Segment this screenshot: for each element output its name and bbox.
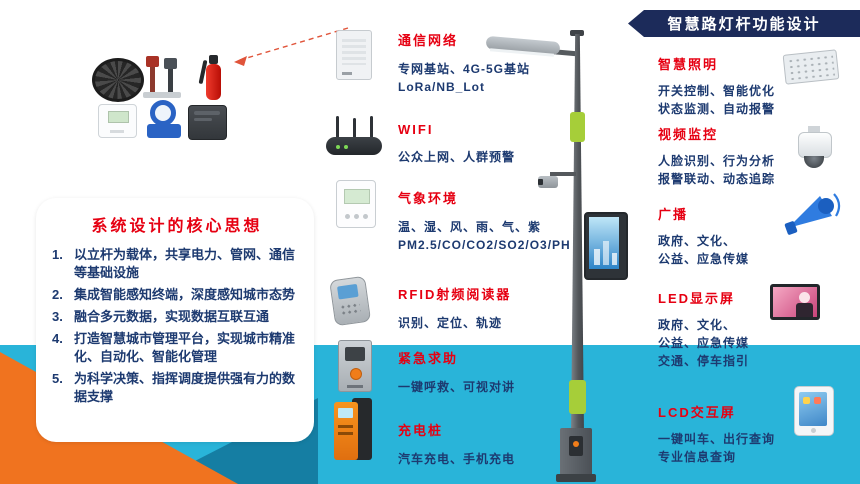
led-screen-icon bbox=[770, 284, 820, 320]
section-title: 气象环境 bbox=[398, 191, 459, 206]
control-box-icon bbox=[188, 105, 227, 140]
core-idea-item: 4. 打造智慧城市管理平台，实现城市精准化、自动化、智能化管理 bbox=[52, 331, 296, 364]
core-idea-item: 2. 集成智能感知终端，深度感知城市态势 bbox=[52, 287, 296, 302]
rfid-reader-icon bbox=[327, 273, 373, 327]
section-charging: 充电桩 汽车充电、手机充电 bbox=[398, 420, 568, 468]
pole-cap bbox=[570, 30, 584, 36]
pole-green-band bbox=[569, 380, 586, 414]
section-rfid: RFID射频阅读器 识别、定位、轨迹 bbox=[398, 284, 573, 332]
water-meter-icon bbox=[146, 100, 182, 142]
section-title: 智慧照明 bbox=[658, 57, 719, 72]
led-light-icon bbox=[782, 49, 840, 85]
pole-base bbox=[560, 428, 592, 476]
core-idea-bubble: 系统设计的核心思想 1. 以立杆为载体，共享电力、管网、通信等基础设施 2. 集… bbox=[36, 198, 314, 442]
section-weather: 气象环境 温、湿、风、雨、气、紫 PM2.5/CO/CO2/SO2/O3/PH bbox=[398, 188, 570, 254]
section-video-surveillance: 视频监控 人脸识别、行为分析 报警联动、动态追踪 bbox=[658, 124, 788, 188]
charging-pile-icon bbox=[334, 398, 372, 460]
bubble-title: 系统设计的核心思想 bbox=[91, 218, 263, 235]
section-led-display: LED显示屏 政府、文化、 公益、应急传媒 交通、停车指引 bbox=[658, 288, 788, 370]
megaphone-icon bbox=[784, 193, 841, 235]
core-idea-item: 5. 为科学决策、指挥调度提供强有力的数据支撑 bbox=[52, 371, 296, 404]
section-title: 通信网络 bbox=[398, 33, 459, 48]
section-comm-network: 通信网络 专网基站、4G-5G基站 LoRa/NB_Lot bbox=[398, 30, 568, 96]
title-banner: 智慧路灯杆功能设计 bbox=[628, 10, 860, 37]
section-title: LCD交互屏 bbox=[658, 405, 736, 420]
section-title: RFID射频阅读器 bbox=[398, 287, 512, 302]
thermostat-icon bbox=[98, 104, 137, 138]
signal-poles-icon bbox=[143, 54, 181, 98]
section-title: 紧急求助 bbox=[398, 351, 459, 366]
manhole-cover-icon bbox=[92, 58, 144, 102]
section-lcd-screen: LCD交互屏 一键叫车、出行查询 专业信息查询 bbox=[658, 402, 808, 466]
weather-sensor-icon bbox=[336, 180, 376, 228]
section-title: WIFI bbox=[398, 122, 434, 137]
smart-lamp-pole-graphic bbox=[470, 26, 640, 482]
section-broadcast: 广播 政府、文化、 公益、应急传媒 bbox=[658, 204, 788, 268]
section-title: 充电桩 bbox=[398, 423, 444, 438]
pole-camera-icon bbox=[538, 176, 558, 188]
camera-lens bbox=[538, 179, 543, 185]
page-title: 智慧路灯杆功能设计 bbox=[667, 16, 821, 33]
camera-arm bbox=[550, 172, 576, 176]
tablet-icon bbox=[794, 386, 834, 436]
section-title: LED显示屏 bbox=[658, 291, 736, 306]
fire-extinguisher-icon bbox=[198, 52, 226, 102]
pole-flange bbox=[556, 474, 596, 482]
pole-green-band bbox=[570, 112, 585, 142]
pole-shaft bbox=[571, 34, 584, 434]
section-wifi: WIFI 公众上网、人群预警 bbox=[398, 122, 568, 166]
wifi-router-icon bbox=[326, 116, 382, 158]
section-smart-lighting: 智慧照明 开关控制、智能优化 状态监测、自动报警 bbox=[658, 54, 788, 118]
dome-camera-icon bbox=[794, 126, 834, 178]
emergency-intercom-icon bbox=[338, 340, 372, 392]
core-idea-item: 1. 以立杆为载体，共享电力、管网、通信等基础设施 bbox=[52, 247, 296, 280]
section-emergency: 紧急求助 一键呼救、可视对讲 bbox=[398, 348, 568, 396]
dashed-connector-line bbox=[234, 27, 349, 66]
core-idea-item: 3. 融合多元数据，实现数据互联互通 bbox=[52, 309, 270, 324]
pole-screen-icon bbox=[584, 212, 628, 280]
section-title: 广播 bbox=[658, 207, 689, 222]
base-station-icon bbox=[336, 30, 372, 80]
section-title: 视频监控 bbox=[658, 127, 719, 142]
